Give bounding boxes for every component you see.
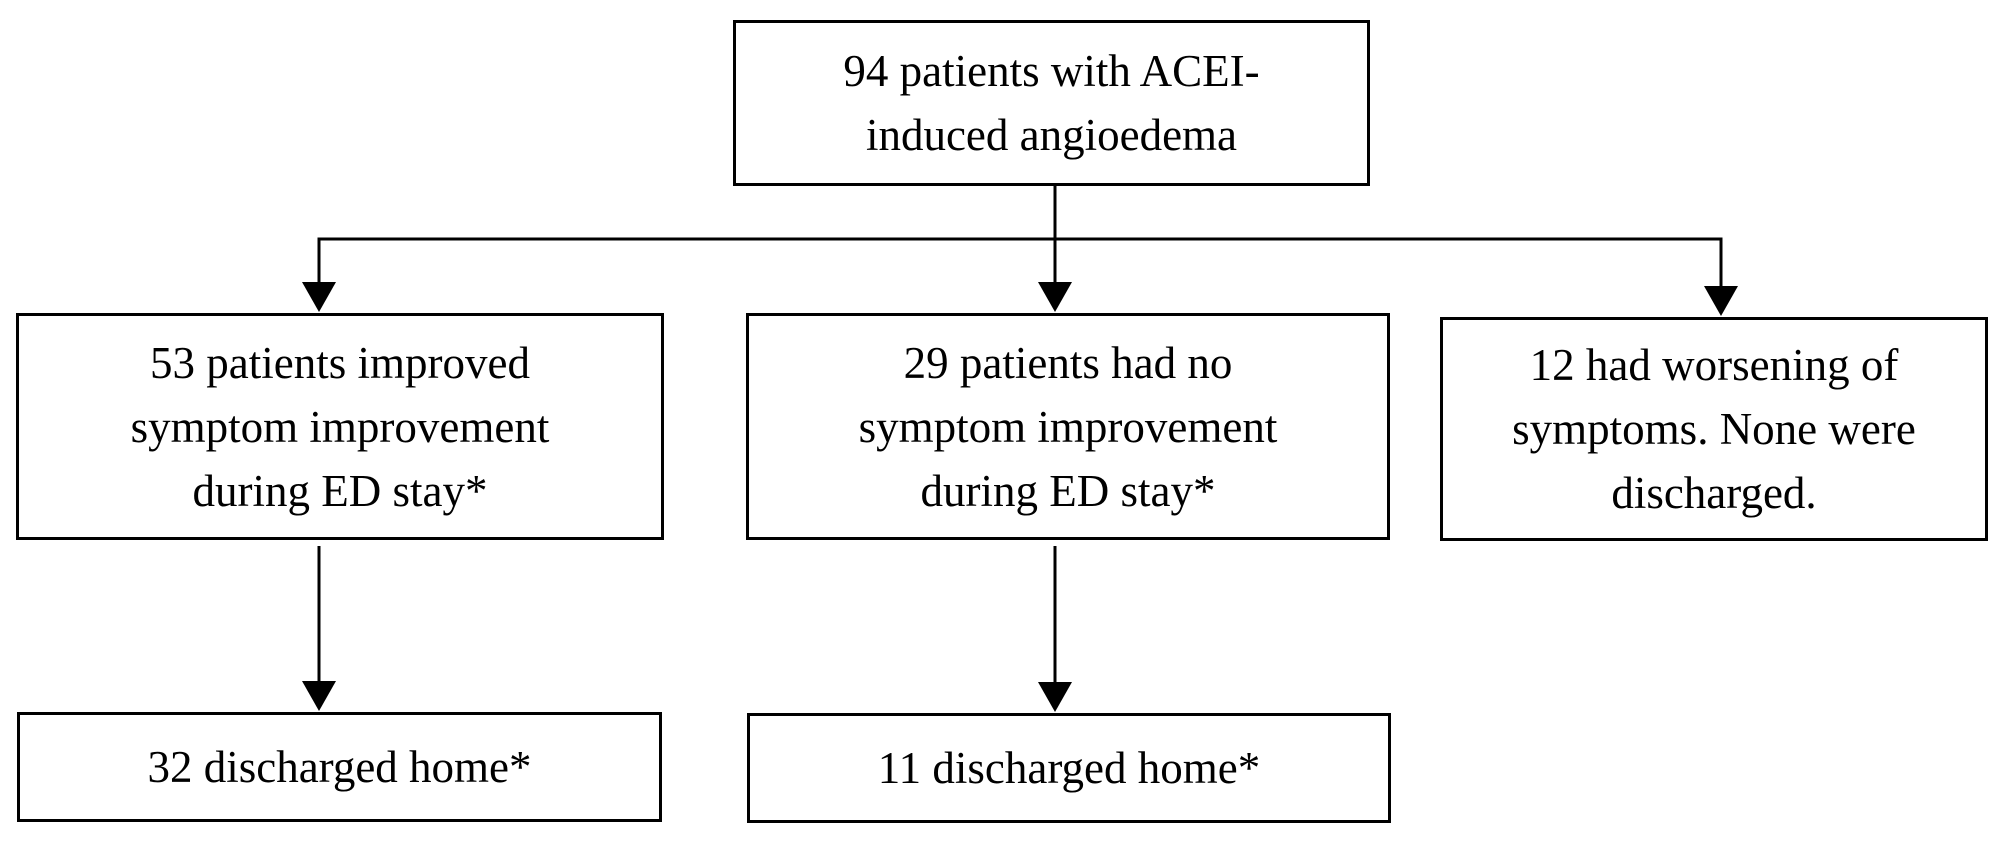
arrowhead-to-no-improvement-icon: [1038, 282, 1072, 312]
node-94-patients-acei: 94 patients with ACEI- induced angioedem…: [733, 20, 1370, 186]
arrowhead-to-discharged-32-icon: [302, 681, 336, 711]
node-text-line: 53 patients improved: [150, 337, 530, 388]
node-text-line: symptoms. None were: [1512, 404, 1916, 454]
node-text-line: induced angioedema: [865, 110, 1238, 160]
arrowhead-to-improved-icon: [302, 282, 336, 312]
node-text-line: during ED stay*: [920, 465, 1216, 516]
node-12-worsening: 12 had worsening of symptoms. None were …: [1440, 317, 1988, 541]
node-text-line: symptom improvement: [130, 401, 550, 452]
arrowhead-to-worsening-icon: [1704, 286, 1738, 316]
node-text-line: 32 discharged home*: [147, 742, 532, 792]
node-text-line: discharged.: [1611, 468, 1817, 518]
node-text-line: during ED stay*: [192, 465, 488, 516]
node-text-line: 94 patients with ACEI-: [843, 46, 1260, 96]
node-32-discharged-home: 32 discharged home*: [17, 712, 662, 822]
arrowhead-to-discharged-11-icon: [1038, 682, 1072, 712]
node-text-line: 11 discharged home*: [877, 743, 1261, 793]
node-text-line: 12 had worsening of: [1529, 340, 1899, 390]
node-text-line: 29 patients had no: [903, 337, 1233, 388]
node-11-discharged-home: 11 discharged home*: [747, 713, 1391, 823]
node-text-line: symptom improvement: [858, 401, 1278, 452]
node-53-improved: 53 patients improved symptom improvement…: [16, 313, 664, 540]
node-29-no-improvement: 29 patients had no symptom improvement d…: [746, 313, 1390, 540]
